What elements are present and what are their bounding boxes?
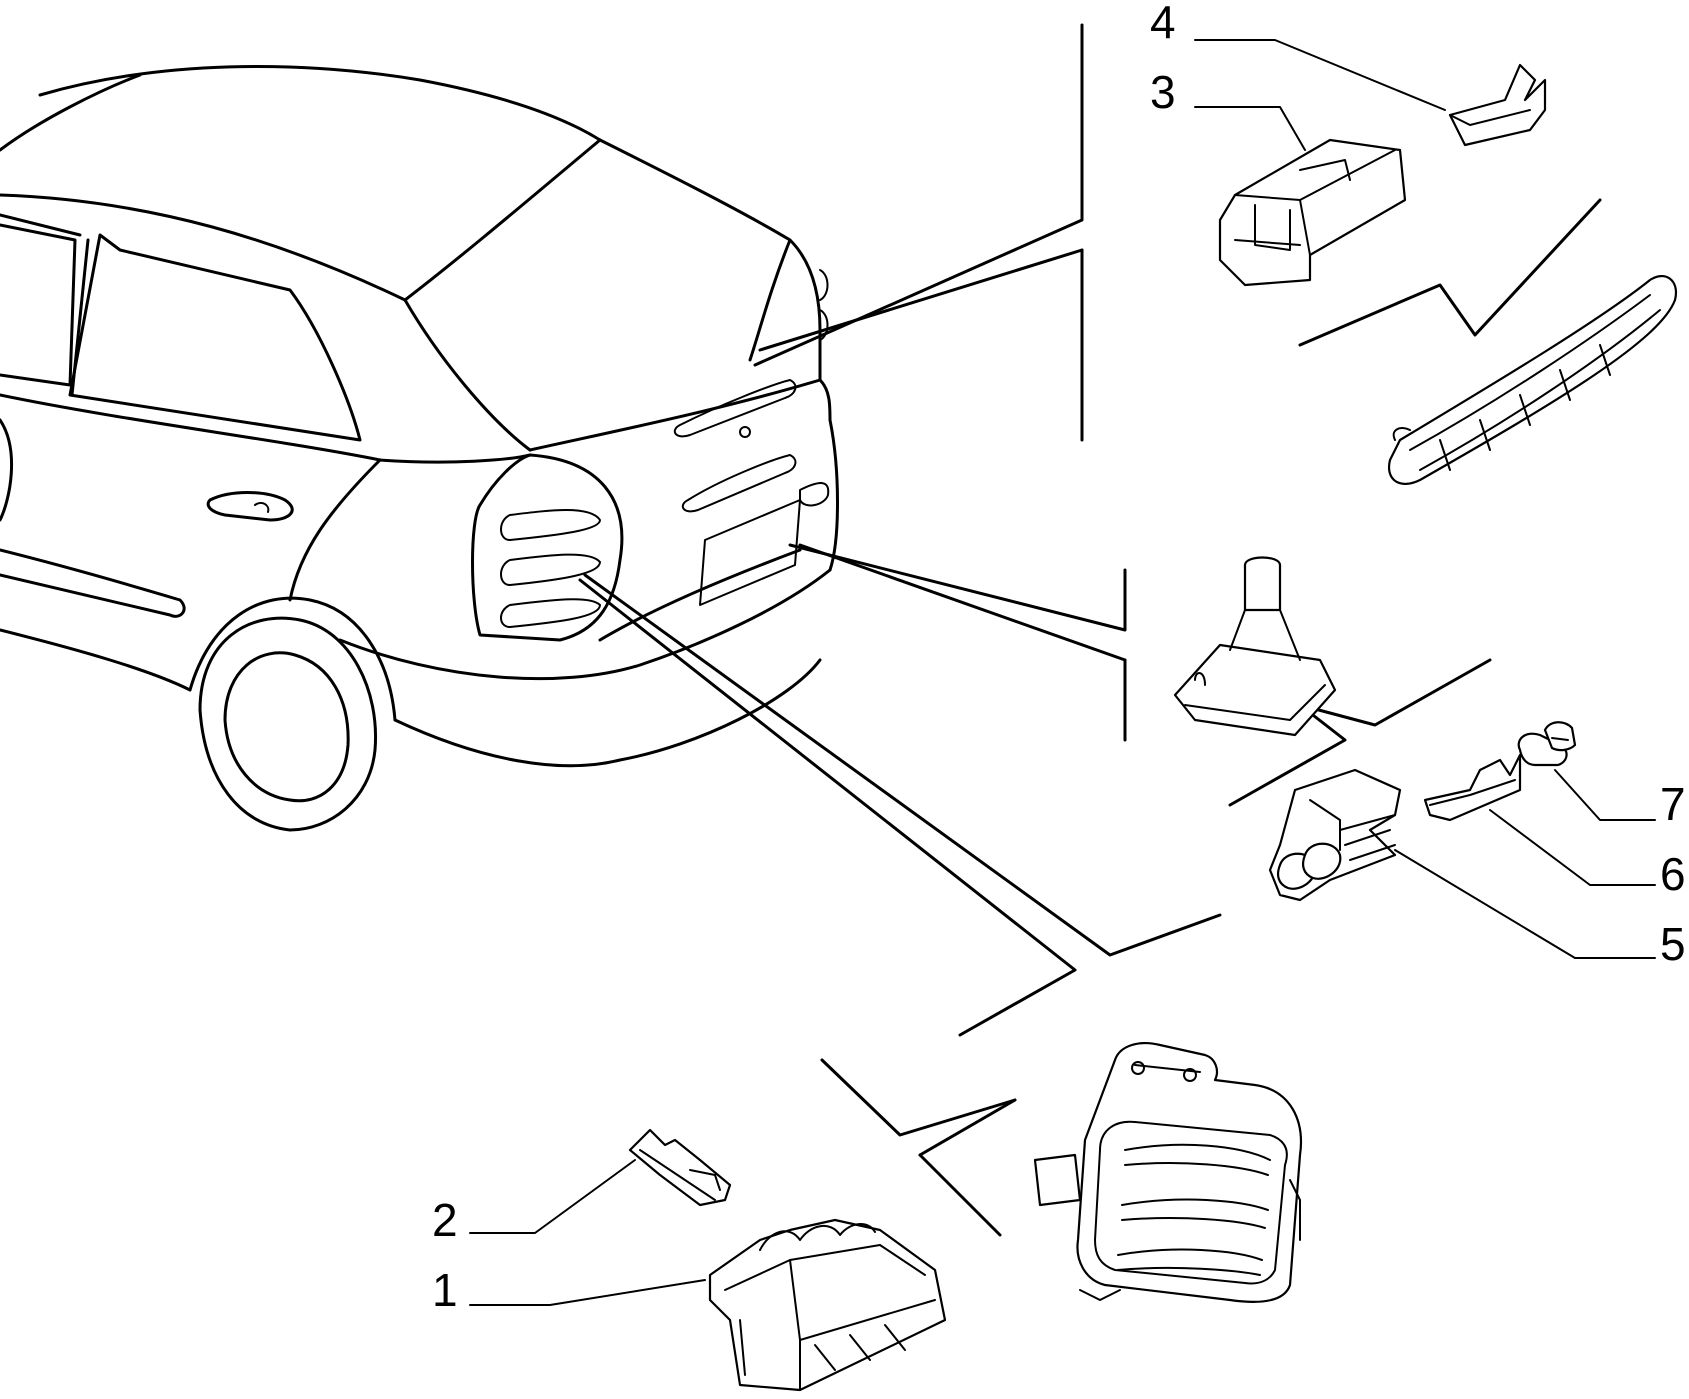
leader-lines (578, 23, 1602, 1237)
callout-7: 7 (1660, 778, 1686, 830)
part-1-connector-block (708, 1218, 947, 1392)
callout-4: 4 (1150, 0, 1176, 48)
part-5-connector (1268, 768, 1402, 902)
license-plate-light (1173, 556, 1337, 737)
callout-1: 1 (432, 1264, 458, 1316)
callout-2: 2 (432, 1194, 458, 1246)
callout-labels: 4 3 7 6 5 2 1 (432, 0, 1686, 1316)
car-illustration (0, 65, 839, 832)
tail-light (1033, 1042, 1302, 1303)
part-3-connector (1218, 138, 1407, 287)
callout-6: 6 (1660, 848, 1686, 900)
callout-3: 3 (1150, 66, 1176, 118)
third-brake-light (1387, 275, 1678, 486)
part-4-terminal (1448, 63, 1547, 147)
callout-leaders (469, 39, 1656, 1306)
part-6-terminal (1423, 753, 1522, 822)
part-7-bulb (1517, 721, 1577, 767)
part-2-terminal (628, 1128, 732, 1207)
callout-5: 5 (1660, 918, 1686, 970)
